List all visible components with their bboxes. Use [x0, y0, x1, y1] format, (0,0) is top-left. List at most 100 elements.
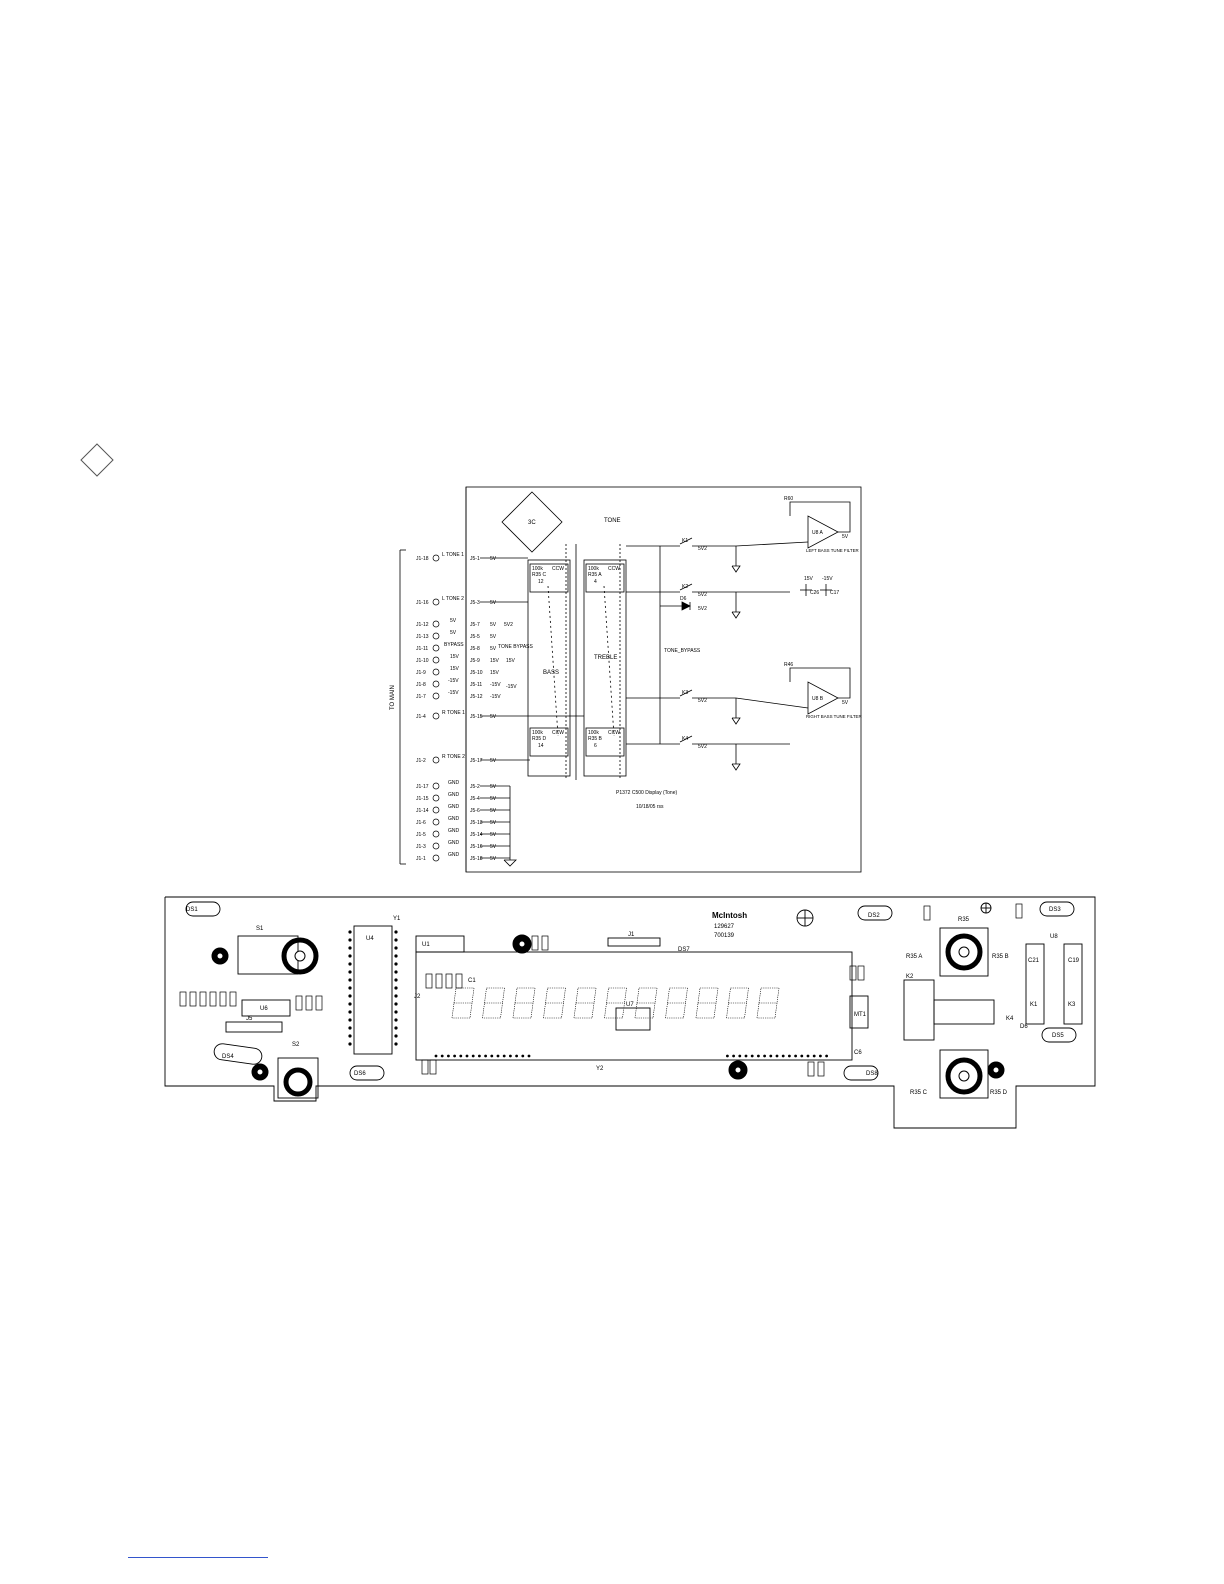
digit-segment — [514, 987, 518, 1004]
ic-u1 — [415, 935, 465, 953]
opamp-ref: U8 B — [812, 696, 824, 702]
volt-label: 5V — [490, 796, 497, 802]
display-pin — [484, 1054, 487, 1058]
digit-segment — [683, 1002, 686, 1019]
brand-logo: McIntosh — [712, 911, 747, 920]
ds6-label: DS6 — [354, 1071, 366, 1077]
c6-label: C6 — [854, 1050, 862, 1056]
display-pin — [812, 1054, 816, 1058]
led-ds2 — [857, 905, 893, 921]
r35b-label: R35 B — [992, 954, 1009, 960]
opamp-caption: RIGHT BASS TUNE FILTER — [806, 714, 862, 719]
volt-label: -15V — [490, 694, 501, 700]
digit-segment — [593, 987, 597, 1004]
net-label: 5V — [450, 618, 457, 624]
digit-segment — [652, 1002, 656, 1019]
pin-label: J1-17 — [416, 784, 429, 790]
volt-label: 5V — [490, 856, 497, 862]
digit-segment — [726, 1002, 729, 1019]
display-pin — [732, 1054, 735, 1058]
jack-label: J5-10 — [470, 670, 483, 676]
rail-5v-label: 5V2 — [504, 622, 513, 628]
pot-value: 100k — [588, 566, 599, 572]
net-label: GND — [448, 792, 460, 798]
tone-bypass-note: TONE BYPASS — [498, 644, 533, 650]
display-pin — [819, 1054, 822, 1058]
pot-value: 100k — [588, 730, 599, 736]
digit-segment — [484, 987, 487, 1004]
led-ds5 — [1041, 1027, 1077, 1043]
feedback-resistor: R46 — [784, 662, 793, 668]
ds3-label: DS3 — [1049, 907, 1061, 913]
digit-segment — [451, 1002, 455, 1019]
jack-label: J5-17 — [470, 758, 483, 764]
display-pin — [800, 1054, 804, 1058]
net-label: GND — [448, 804, 460, 810]
volt-label: 5V — [490, 820, 497, 826]
relay-rail: 5V2 — [698, 698, 707, 704]
j1-label: J1 — [628, 932, 635, 938]
digit-segment — [756, 1002, 760, 1019]
k4-label: K4 — [1006, 1016, 1014, 1022]
pin-label: J1-9 — [416, 670, 426, 676]
section-title: TONE — [604, 518, 621, 524]
digit-segment — [469, 1002, 473, 1019]
digit-segment — [634, 1002, 638, 1019]
net-label: GND — [448, 852, 460, 858]
pot-dir: CCW — [552, 566, 564, 572]
display-digit — [482, 987, 505, 1019]
led-ds8 — [843, 1065, 879, 1081]
digit-segment — [575, 987, 579, 1004]
volt-label: -15V — [490, 682, 501, 688]
digit-segment — [545, 987, 548, 1004]
volt-label: 5V — [490, 844, 497, 850]
digit-segment — [654, 987, 658, 1004]
display-pin — [775, 1054, 779, 1058]
opamp-caption: LEFT BASS TUNE FILTER — [806, 548, 859, 553]
u8-label: U8 — [1050, 934, 1058, 940]
pin-label: J1-12 — [416, 622, 429, 628]
jack-label: J5-5 — [470, 634, 480, 640]
net-label: R TONE 1 — [442, 710, 465, 716]
opamp-u8b — [807, 681, 839, 715]
schematic-footnote-date: 10/18/05 rss — [636, 804, 664, 810]
bass-pot-box — [527, 559, 571, 777]
relay-label: K3 — [682, 690, 688, 696]
digit-segment — [591, 1002, 595, 1019]
supply-label: -15V — [822, 576, 833, 582]
jack-label: J5-14 — [470, 832, 483, 838]
display-digit — [451, 987, 475, 1019]
digit-segment — [453, 987, 457, 1004]
display-pin — [806, 1054, 810, 1058]
net-label: L TONE 1 — [442, 552, 464, 558]
display-pin — [825, 1054, 828, 1058]
relay-rail: 5V2 — [698, 546, 707, 552]
net-label: 15V — [450, 666, 460, 672]
jack-label: J5-3 — [470, 600, 480, 606]
c19-label: C19 — [1068, 958, 1080, 964]
display-pin — [453, 1054, 456, 1058]
y1-label: Y1 — [393, 916, 401, 922]
pot-value: 100k — [532, 566, 543, 572]
k1-label: K1 — [1030, 1002, 1038, 1008]
jack-label: J5-9 — [470, 658, 480, 664]
display-pin — [527, 1054, 531, 1058]
net-label: GND — [448, 816, 460, 822]
u4-label: U4 — [366, 936, 374, 942]
jack-label: J5-2 — [470, 784, 480, 790]
display-window-ds7 — [415, 951, 853, 1061]
header-j5 — [225, 1021, 283, 1033]
volt-label: 5V — [490, 646, 497, 652]
volt-label: 5V — [490, 714, 497, 720]
pin-label: J1-8 — [416, 682, 426, 688]
s2-label: S2 — [292, 1042, 300, 1048]
pot-pin: 12 — [538, 579, 544, 585]
display-digit — [543, 987, 566, 1019]
relay-rail: 5V2 — [698, 592, 707, 598]
relay-rail: 5V2 — [698, 606, 707, 612]
u6-label: U6 — [260, 1006, 268, 1012]
display-pin — [757, 1054, 760, 1058]
j2-label: J2 — [414, 994, 421, 1000]
ic-u6 — [241, 999, 291, 1017]
volt-label: 5V — [490, 784, 497, 790]
